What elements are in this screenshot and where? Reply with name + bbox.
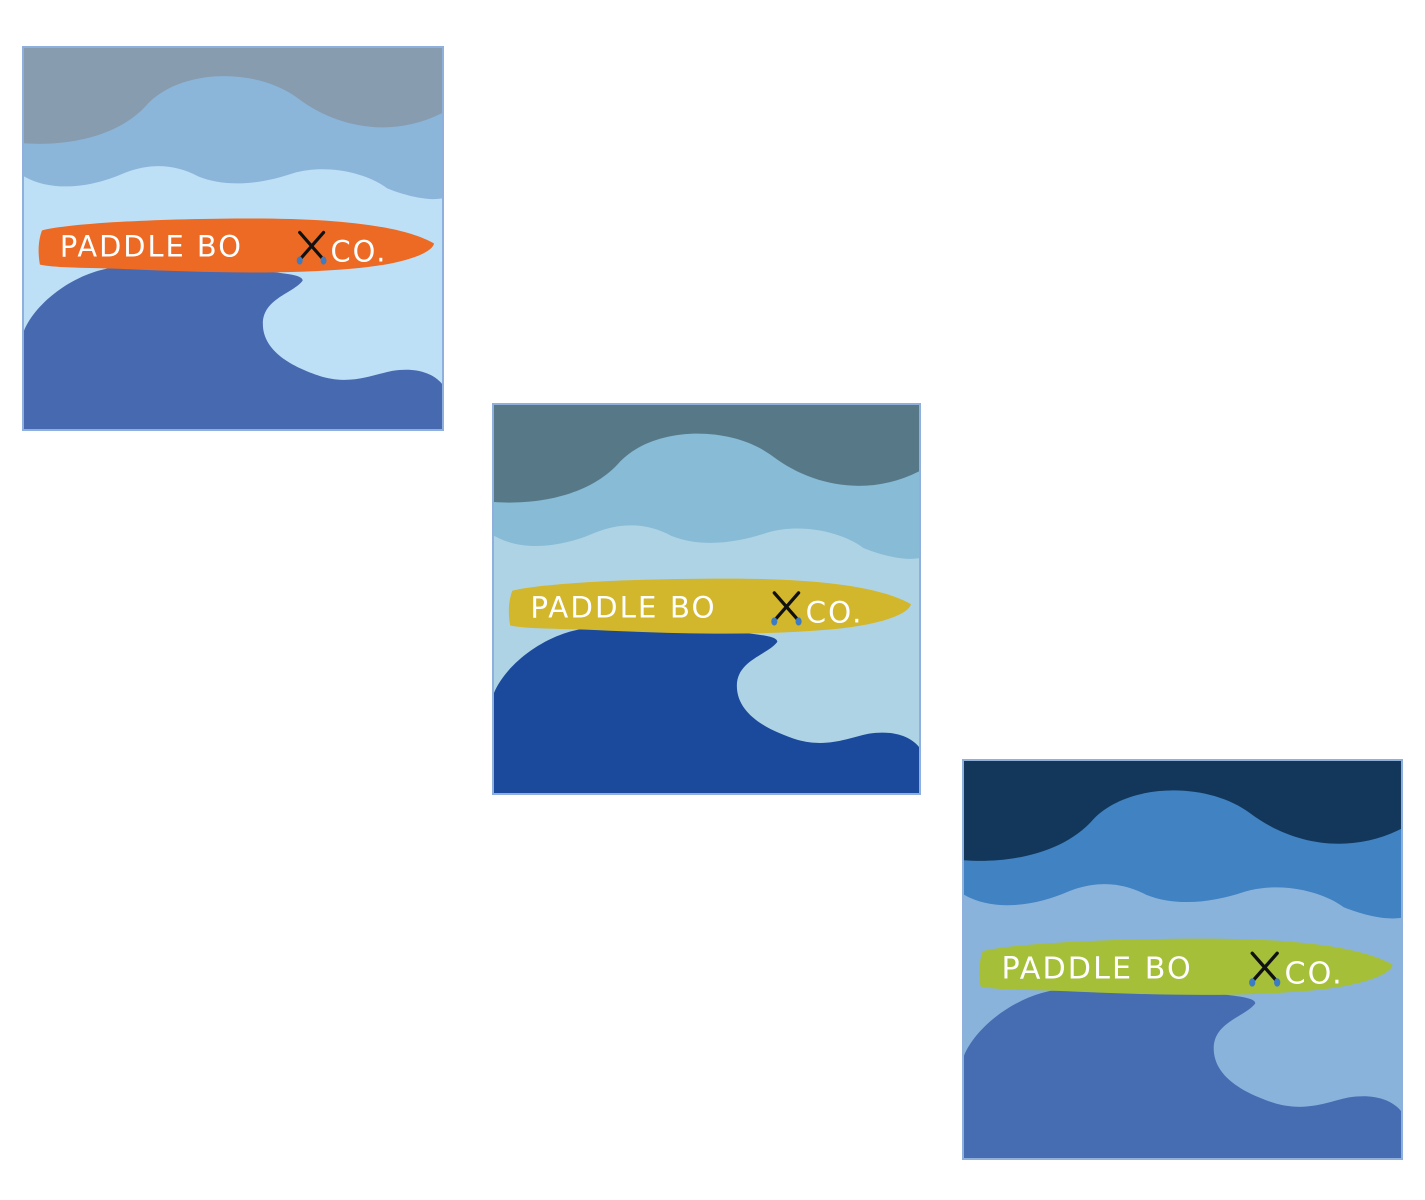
paddle-board [38,218,435,273]
paddle-board [508,578,911,634]
crossed-paddles-icon [771,591,802,626]
logo-artwork: PADDLE BO CO. [24,48,442,429]
brand-suffix-text: CO. [806,595,864,629]
brand-name-text: PADDLE BO [60,229,243,263]
brand-suffix-text: CO. [1284,956,1343,991]
logo-variant-green: PADDLE BO CO. [962,759,1403,1160]
logo-variant-gold: PADDLE BO CO. [492,403,921,795]
paddle-board [979,938,1393,995]
crossed-paddles-icon [296,230,327,265]
logo-artwork: PADDLE BO CO. [964,761,1401,1158]
front-wave [24,263,442,429]
logo-variant-orange: PADDLE BO CO. [22,46,444,431]
crossed-paddles-icon [1249,951,1281,987]
brand-suffix-text: CO. [331,234,388,268]
brand-name-text: PADDLE BO [530,590,716,624]
logo-artwork: PADDLE BO CO. [494,405,919,793]
brand-name-text: PADDLE BO [1001,951,1192,986]
front-wave [964,985,1401,1158]
front-wave [494,624,919,793]
